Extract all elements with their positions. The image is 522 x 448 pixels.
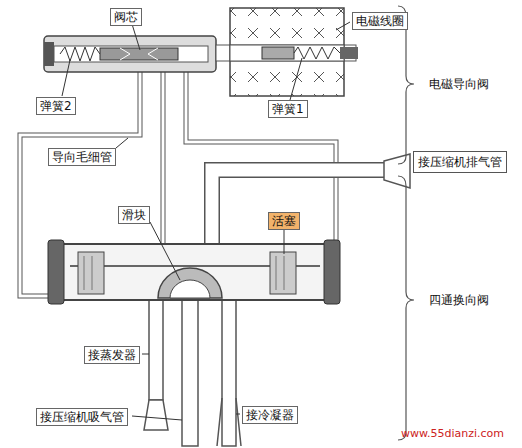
group-label: 四通换向阀 [426, 292, 492, 308]
solenoid-coil [216, 8, 358, 96]
part-label: 阀芯 [110, 8, 142, 26]
part-label: 活塞 [268, 212, 300, 230]
port-label: 接压缩机吸气管 [36, 408, 128, 426]
port-label: 接冷凝器 [242, 406, 298, 424]
part-label: 电磁线圈 [352, 12, 408, 30]
part-label: 导向毛细管 [48, 148, 116, 166]
part-label: 滑块 [118, 206, 150, 224]
group-bracket [398, 6, 414, 440]
discharge-tube [212, 154, 410, 246]
pilot-valve-body [44, 36, 216, 72]
part-label: 弹簧2 [36, 97, 76, 115]
port-label: 接蒸发器 [84, 346, 140, 364]
port-box: 接压缩机排气管 [413, 151, 507, 173]
bottom-tubes [144, 298, 241, 446]
leader-line [62, 22, 350, 420]
port-label: 接压缩机排气管 [418, 154, 502, 170]
part-label: 弹簧1 [268, 100, 308, 118]
group-label: 电磁导向阀 [426, 76, 492, 92]
four-way-valve-body [48, 240, 340, 304]
watermark: www.55dianzi.com [398, 426, 507, 442]
